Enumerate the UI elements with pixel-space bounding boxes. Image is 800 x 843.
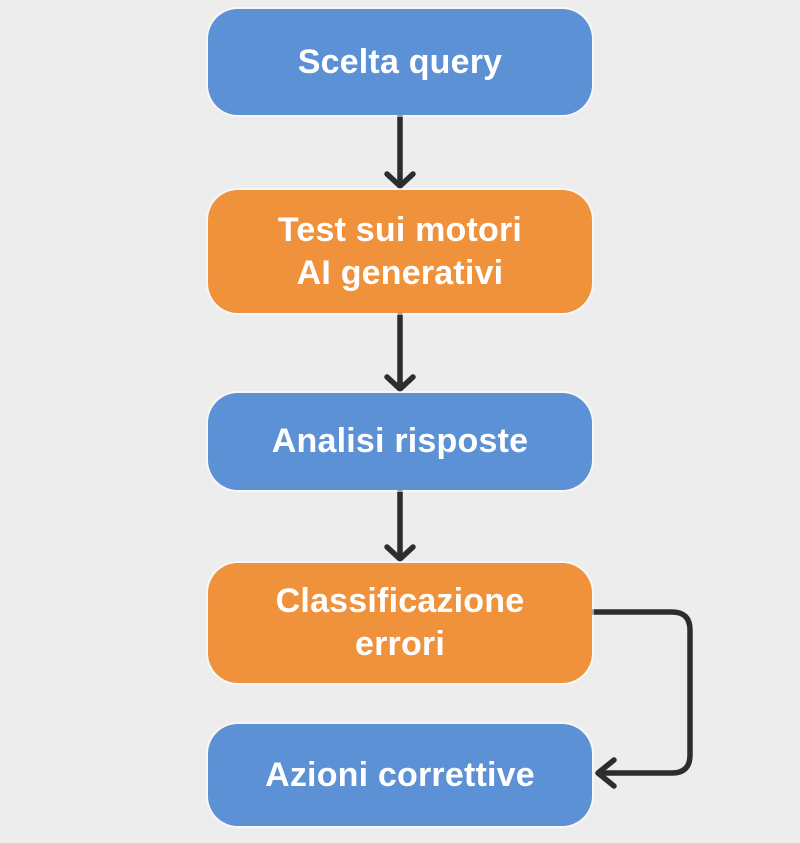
flow-node-scelta-query: Scelta query: [208, 9, 592, 115]
flow-node-classificazione-errori: Classificazione errori: [208, 563, 592, 683]
flow-node-analisi-risposte: Analisi risposte: [208, 393, 592, 490]
arrow-line-loop-edge4: [589, 609, 693, 776]
flow-node-label-classificazione-errori: Classificazione errori: [275, 582, 525, 663]
flow-node-test-motori-ai: Test sui motori AI generativi: [208, 190, 592, 313]
flow-node-label-analisi-risposte: Analisi risposte: [271, 422, 529, 461]
arrowhead-icon-edge3: [384, 544, 416, 562]
arrowhead-icon-edge2: [384, 374, 416, 392]
flow-node-azioni-correttive: Azioni correttive: [208, 724, 592, 826]
arrowhead-icon-edge4: [595, 757, 617, 789]
flow-node-label-test-motori-ai: Test sui motori AI generativi: [277, 210, 523, 292]
flow-node-label-azioni-correttive: Azioni correttive: [265, 755, 535, 794]
arrowhead-icon-edge1: [384, 171, 416, 189]
flow-node-label-scelta-query: Scelta query: [297, 42, 503, 81]
arrow-group: [384, 113, 693, 789]
